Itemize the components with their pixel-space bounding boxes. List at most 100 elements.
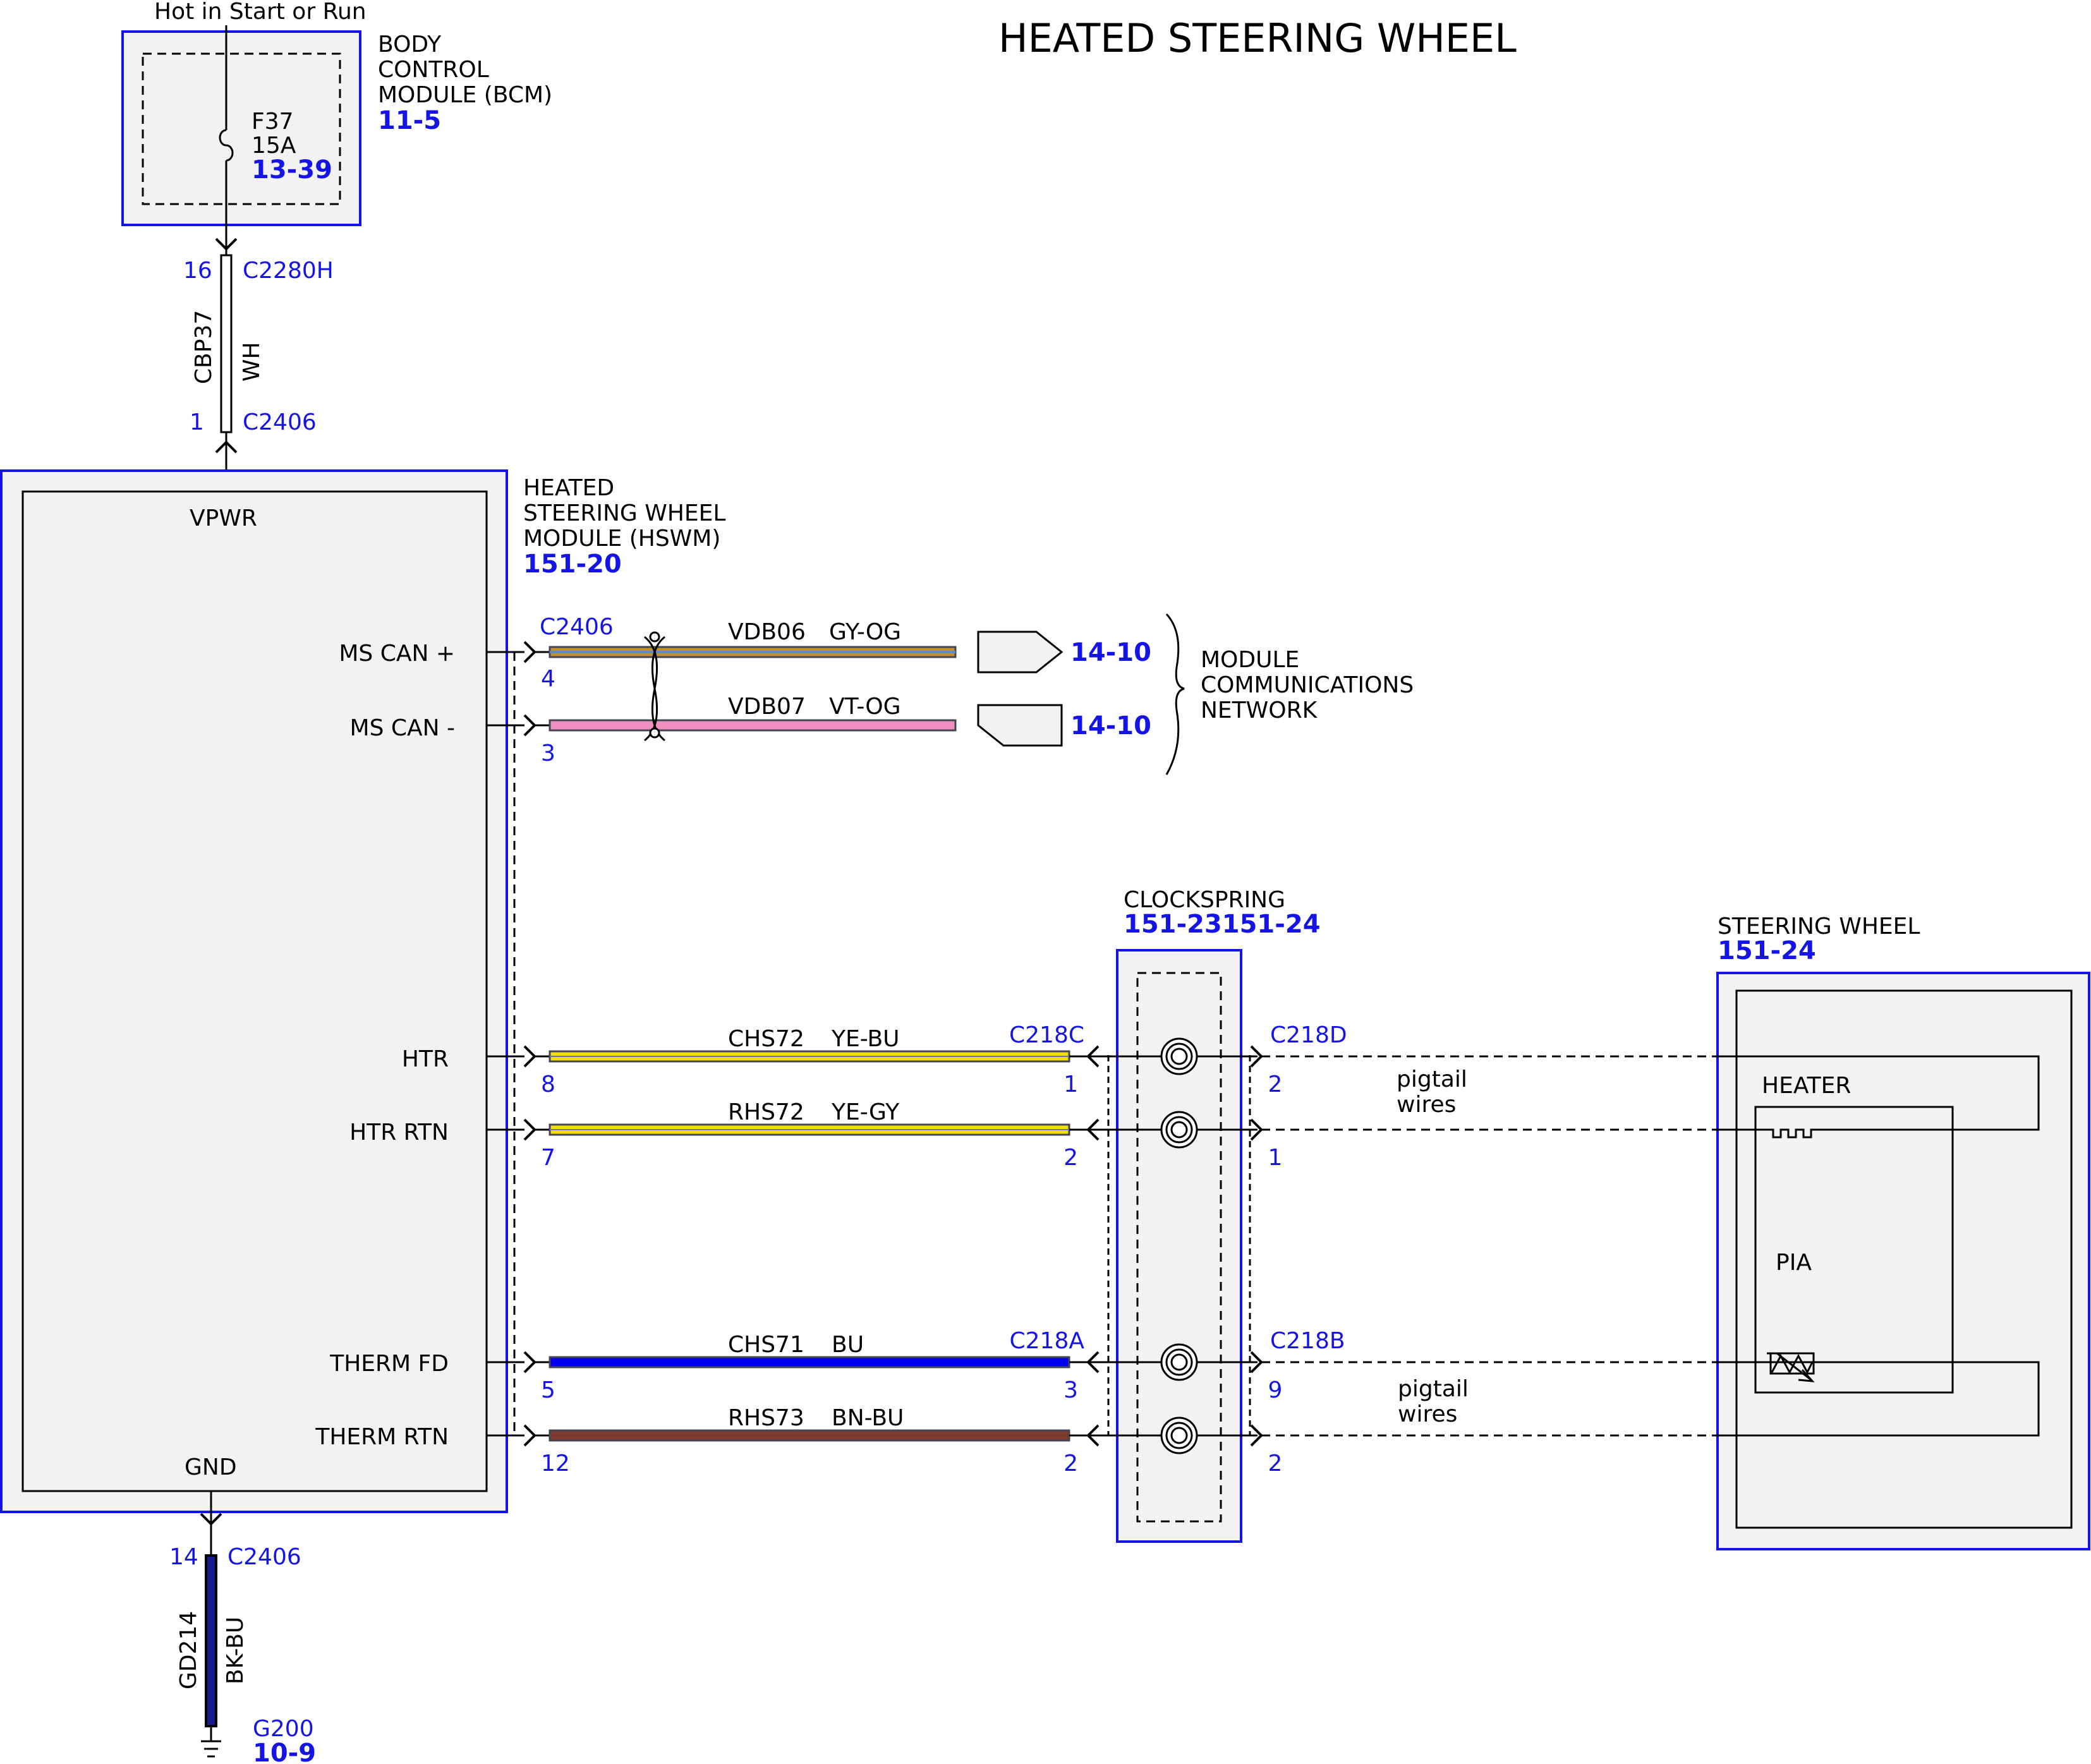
- fuse-id: F37: [252, 109, 294, 135]
- circuit-gd214: GD214: [176, 1611, 202, 1689]
- pin-5: 5: [541, 1377, 555, 1403]
- clockspring: CLOCKSPRING 151-23151-24: [1107, 887, 1321, 1543]
- pin-4: 4: [541, 666, 555, 692]
- wire-cbp37: [220, 254, 233, 433]
- bcm-module: F37 15A 13-39 BODY CONTROL MODULE (BCM) …: [121, 25, 552, 248]
- connector-c218d: C218D: [1270, 1022, 1347, 1048]
- wire-chs71: [549, 1356, 1070, 1368]
- wire-color-ye-gy: YE-GY: [831, 1099, 900, 1125]
- pin-label-therm-rtn: THERM RTN: [315, 1424, 449, 1450]
- wire-color-gy-og: GY-OG: [829, 619, 901, 645]
- fuse-icon: [219, 129, 234, 162]
- steering-wheel: STEERING WHEEL 151-24 HEATER PIA: [1716, 914, 2090, 1550]
- wire-gd214: [205, 1554, 217, 1727]
- network-label-line2: COMMUNICATIONS: [1201, 672, 1414, 698]
- bcm-outer-box: [121, 30, 361, 226]
- pin-1: 1: [190, 409, 204, 435]
- offpage-connector-can-plus[interactable]: [977, 631, 1064, 674]
- wire-color-bu: BU: [832, 1332, 864, 1358]
- network-label-line3: NETWORK: [1201, 698, 1318, 723]
- pin-label-htr-rtn: HTR RTN: [349, 1120, 449, 1145]
- pin-2-clockspring: 2: [1064, 1145, 1078, 1171]
- network-label-line1: MODULE: [1201, 647, 1299, 673]
- can-minus-ref-link[interactable]: 14-10: [1070, 711, 1151, 740]
- bcm-name-line1: BODY: [378, 32, 442, 57]
- brace-icon: [1165, 613, 1185, 775]
- steering-wheel-inner-box: [1735, 989, 2073, 1529]
- pigtail-label-upper-line2: wires: [1397, 1092, 1456, 1118]
- wire-color-wh: WH: [239, 342, 265, 382]
- wire-color-bn-bu: BN-BU: [832, 1405, 904, 1431]
- hswm-name-line2: STEERING WHEEL: [523, 500, 725, 526]
- pia-box: [1754, 1106, 1954, 1394]
- connector-c2406-power: C2406: [243, 409, 317, 435]
- circuit-chs71: CHS71: [728, 1332, 804, 1358]
- pin-7: 7: [541, 1145, 555, 1171]
- hswm-module: VPWR GND MS CAN + MS CAN - HTR HTR RTN T…: [0, 469, 725, 1513]
- pin-2-clockspring: 2: [1064, 1451, 1078, 1477]
- pin-label-ms-can-plus: MS CAN +: [339, 641, 455, 667]
- fuse-rating: 15A: [252, 133, 296, 159]
- steering-wheel-name: STEERING WHEEL: [1718, 914, 1920, 939]
- steering-wheel-ref-link[interactable]: 151-24: [1718, 936, 1816, 965]
- connector-c2406-can: C2406: [540, 614, 614, 640]
- bcm-ref-link[interactable]: 11-5: [378, 106, 441, 135]
- connector-c2406-gnd: C2406: [227, 1544, 301, 1570]
- pin-label-ms-can-minus: MS CAN -: [350, 715, 455, 741]
- circuit-vdb07: VDB07: [728, 694, 806, 720]
- power-feed-wire: 16 C2280H CBP37 WH 1 C2406: [183, 238, 334, 471]
- pin-16: 16: [183, 258, 212, 284]
- pin-label-htr: HTR: [402, 1046, 449, 1072]
- pin-14: 14: [169, 1544, 198, 1570]
- pin-label-therm-fd: THERM FD: [329, 1351, 449, 1377]
- pigtail-label-lower-line2: wires: [1398, 1401, 1457, 1427]
- hswm-ref-link[interactable]: 151-20: [523, 550, 622, 579]
- heater-element-icon: [1718, 1128, 1819, 1139]
- heater-label: HEATER: [1762, 1073, 1851, 1099]
- ground-ref-link[interactable]: 10-9: [253, 1739, 316, 1764]
- circuit-rhs73: RHS73: [728, 1405, 804, 1431]
- hswm-inner-box: [21, 490, 488, 1492]
- hswm-name-line3: MODULE (HSWM): [523, 526, 720, 552]
- fuse-ref-link[interactable]: 13-39: [252, 155, 332, 184]
- connector-c218c: C218C: [1009, 1022, 1084, 1048]
- pin-label-gnd: GND: [185, 1454, 237, 1480]
- circuit-rhs72: RHS72: [728, 1099, 804, 1125]
- pin-1-out: 1: [1268, 1145, 1283, 1171]
- diagram-title: HEATED STEERING WHEEL: [998, 15, 1517, 61]
- pin-12: 12: [541, 1451, 570, 1477]
- circuit-vdb06: VDB06: [728, 619, 806, 645]
- bcm-name-line3: MODULE (BCM): [378, 82, 552, 108]
- clockspring-name: CLOCKSPRING: [1124, 887, 1285, 913]
- connector-c218b: C218B: [1270, 1328, 1345, 1354]
- pigtail-label-upper-line1: pigtail: [1397, 1066, 1467, 1092]
- wire-color-ye-bu: YE-BU: [831, 1026, 900, 1052]
- hswm-name-line1: HEATED: [523, 475, 614, 501]
- bcm-name-line2: CONTROL: [378, 57, 489, 83]
- pin-1-clockspring: 1: [1064, 1072, 1078, 1097]
- wire-color-vt-og: VT-OG: [829, 694, 901, 720]
- can-plus-ref-link[interactable]: 14-10: [1070, 638, 1151, 667]
- offpage-connector-can-minus[interactable]: [977, 704, 1063, 747]
- pin-8: 8: [541, 1072, 555, 1097]
- pin-2-out: 2: [1268, 1451, 1283, 1477]
- thermistor-icon: [1767, 1352, 1815, 1382]
- circuit-cbp37: CBP37: [191, 310, 217, 384]
- circuit-chs72: CHS72: [728, 1026, 804, 1052]
- clockspring-ref-link[interactable]: 151-23151-24: [1124, 910, 1321, 939]
- can-network: C2406 VDB06 GY-OG 4 14-10 VDB07 VT-OG 3 …: [487, 613, 1414, 775]
- pin-3-clockspring: 3: [1064, 1377, 1078, 1403]
- connector-c2280h: C2280H: [243, 258, 334, 284]
- pin-9-out: 9: [1268, 1377, 1283, 1403]
- pigtail-label-lower-line1: pigtail: [1398, 1376, 1469, 1402]
- pia-label: PIA: [1776, 1250, 1812, 1276]
- top-label: Hot in Start or Run: [154, 0, 367, 25]
- wire-vdb07: [549, 719, 957, 732]
- pin-3-can: 3: [541, 740, 555, 766]
- wire-rhs73: [549, 1429, 1070, 1442]
- connector-c218a: C218A: [1010, 1328, 1085, 1354]
- ground-id-g200: G200: [253, 1716, 314, 1742]
- ground-circuit: 14 C2406 GD214 BK-BU G200 10-9: [169, 1491, 316, 1764]
